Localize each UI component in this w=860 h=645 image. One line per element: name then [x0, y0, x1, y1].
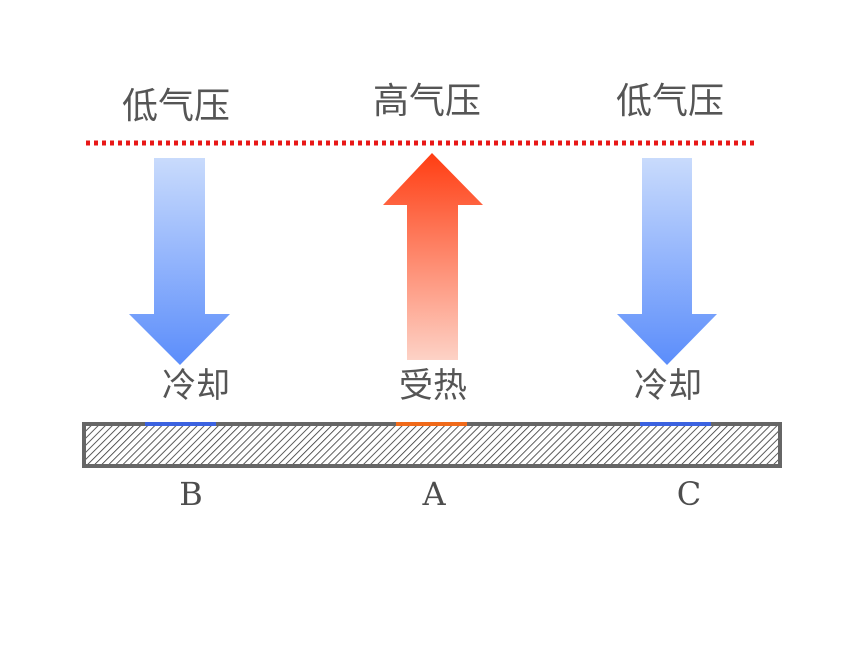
ground-surface [82, 422, 782, 468]
process-label-left: 冷却 [162, 366, 230, 406]
point-label-a: A [422, 475, 446, 513]
process-label-right: 冷却 [634, 366, 702, 406]
descending-air-arrow-right [617, 158, 717, 365]
process-label-center: 受热 [399, 366, 467, 406]
pressure-label-left: 低气压 [121, 86, 231, 127]
point-label-b: B [179, 475, 203, 513]
pressure-label-right: 低气压 [615, 81, 725, 122]
descending-air-arrow-left [129, 158, 230, 365]
rising-air-arrow-center [383, 153, 483, 360]
point-label-c: C [676, 475, 702, 513]
pressure-label-center: 高气压 [372, 81, 482, 122]
